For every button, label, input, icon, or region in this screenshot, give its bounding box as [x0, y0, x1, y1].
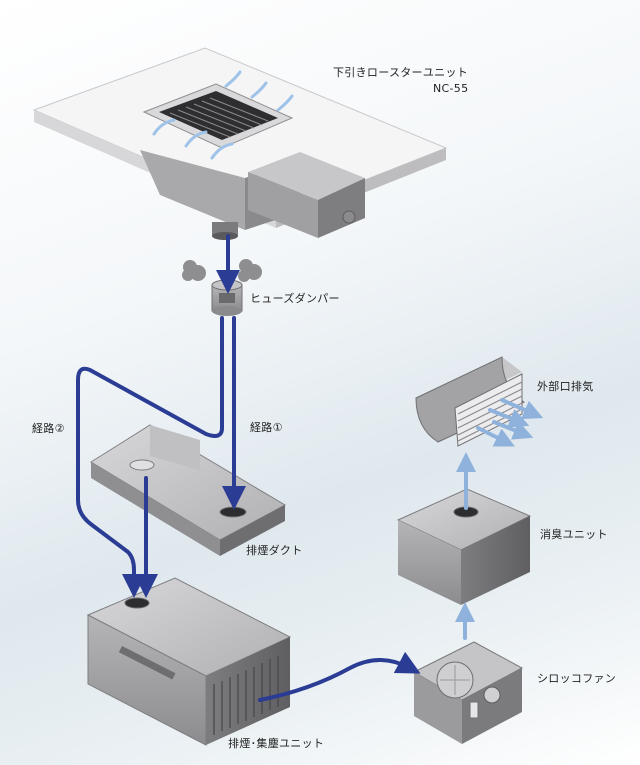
dust-unit-label: 排煙･集塵ユニット [228, 737, 325, 750]
sirocco-fan [412, 641, 524, 744]
outdoor-exhaust-label: 外部口排気 [537, 380, 594, 393]
airflow-arrows [455, 398, 544, 640]
route1-label: 経路① [250, 421, 283, 434]
roaster-model-label: NC-55 [433, 82, 469, 95]
roaster-unit [32, 47, 448, 240]
exhaust-duct-label: 排煙ダクト [246, 544, 303, 557]
fuse-damper [182, 259, 262, 316]
exhaust-duct [90, 424, 287, 556]
deodorizer-label: 消臭ユニット [540, 528, 608, 541]
dust-collector-unit [86, 577, 292, 746]
roaster-name-label: 下引きロースターユニット [333, 66, 469, 79]
duct-routes [76, 234, 421, 702]
fuse-damper-label: ヒューズダンパー [250, 292, 340, 305]
route2-label: 経路② [32, 422, 65, 435]
sirocco-fan-label: シロッコファン [537, 672, 617, 685]
deodorizer-unit [396, 488, 532, 605]
